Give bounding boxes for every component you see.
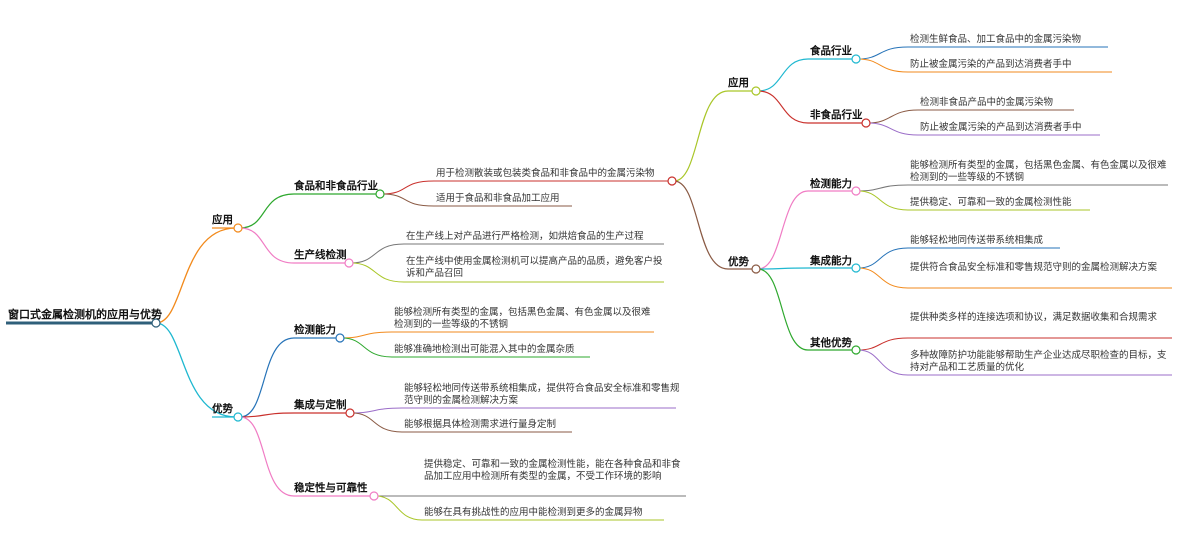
node-food-industry (375, 189, 385, 199)
topic-detection-capability[interactable]: 检测能力 (294, 324, 336, 336)
link-rnon-item2 (867, 122, 919, 136)
link-line-item2 (350, 262, 405, 283)
topic-integration-customization[interactable]: 集成与定制 (294, 399, 347, 411)
node-rdetection (851, 186, 861, 196)
topic-food-industry[interactable]: 食品行业 (810, 45, 852, 57)
link-adv-detection (239, 337, 295, 418)
branch-application[interactable]: 应用 (212, 214, 233, 226)
link-app-line (239, 227, 295, 264)
branch-advantages[interactable]: 优势 (212, 403, 233, 415)
link-food-item2 (381, 193, 435, 207)
link-lsta-item2 (375, 495, 423, 521)
leaf-rdet-item-1: 能够检测所有类型的金属，包括黑色金属、有色金属以及很难检测到的一些等级的不锈钢 (910, 160, 1167, 183)
link-root-application (155, 227, 237, 324)
topic-nonfood-industry[interactable]: 非食品行业 (810, 109, 863, 121)
leaf-line-item-1: 在生产线上对产品进行严格检测，如烘焙食品的生产过程 (406, 231, 644, 242)
link-center-right-app (673, 90, 729, 182)
link-rdet-item1 (857, 184, 909, 192)
link-food-item1 (381, 180, 435, 195)
node-right-advantages (751, 264, 761, 274)
leaf-roth-item-1: 提供种类多样的连接选项和协议，满足数据收集和合规需求 (910, 312, 1158, 323)
link-rapp-nonfood (757, 90, 809, 124)
link-rnon-item1 (867, 109, 919, 124)
node-stability (369, 491, 379, 501)
link-radv-other (757, 268, 809, 351)
link-rfood-item1 (857, 46, 909, 60)
link-adv-stability (239, 416, 295, 497)
leaf-rfood-item-2: 防止被金属污染的产品到达消费者手中 (910, 59, 1072, 70)
leaf-ldet-item-2: 能够准确地检测出可能混入其中的金属杂质 (394, 344, 575, 355)
node-rfood (851, 54, 861, 64)
leaf-rint-item-1: 能够轻松地同传送带系统相集成 (910, 235, 1044, 246)
link-app-food (239, 193, 295, 229)
node-rother (851, 345, 861, 355)
link-center-right-adv (673, 180, 729, 270)
leaf-rnon-item-2: 防止被金属污染的产品到达消费者手中 (920, 122, 1082, 133)
link-adv-integration (239, 412, 295, 418)
leaf-rint-item-2: 提供符合食品安全标准和零售规范守则的金属检测解决方案 (910, 262, 1158, 273)
link-line-item1 (350, 243, 405, 264)
node-application (233, 223, 243, 233)
link-radv-integration (757, 267, 809, 270)
leaf-rfood-item-1: 检测生鲜食品、加工食品中的金属污染物 (910, 34, 1082, 45)
node-root (151, 318, 161, 328)
link-root-advantages (155, 322, 237, 418)
link-roth-item2 (857, 349, 909, 376)
link-rint-item2 (857, 267, 909, 289)
leaf-lsta-item-2: 能够在具有挑战性的应用中能检测到更多的金属异物 (424, 507, 643, 518)
link-ldet-item2 (341, 337, 393, 358)
root-topic[interactable]: 窗口式金属检测机的应用与优势 (8, 308, 162, 321)
link-roth-item1 (857, 337, 909, 351)
node-center (667, 176, 677, 186)
leaf-lsta-item-1: 提供稳定、可靠和一致的金属检测性能，能在各种食品和非食品加工应用中检测所有类型的… (424, 459, 681, 482)
link-rfood-item2 (857, 58, 909, 73)
node-production-line (344, 258, 354, 268)
leaf-lint-item-1: 能够轻松地同传送带系统相集成，提供符合食品安全标准和零售规范守则的金属检测解决方… (404, 383, 680, 406)
topic-stability-reliability[interactable]: 稳定性与可靠性 (294, 482, 368, 494)
link-rdet-item2 (857, 190, 909, 211)
node-integration (345, 408, 355, 418)
leaf-ldet-item-1: 能够检测所有类型的金属，包括黑色金属、有色金属以及很难检测到的一些等级的不锈钢 (394, 307, 651, 330)
leaf-roth-item-2: 多种故障防护功能能够帮助生产企业达成尽职检查的目标，支持对产品和工艺质量的优化 (910, 350, 1167, 373)
node-advantages (233, 412, 243, 422)
topic-food-nonfood-industry[interactable]: 食品和非食品行业 (294, 180, 378, 192)
link-rint-item1 (857, 247, 909, 269)
topic-other-advantages[interactable]: 其他优势 (810, 337, 852, 349)
leaf-food-item-2: 适用于食品和非食品加工应用 (436, 193, 560, 204)
leaf-lint-item-2: 能够根据具体检测需求进行量身定制 (404, 419, 557, 430)
leaf-rdet-item-2: 提供稳定、可靠和一致的金属检测性能 (910, 197, 1072, 208)
topic-right-detection[interactable]: 检测能力 (810, 178, 852, 190)
branch-right-application[interactable]: 应用 (728, 77, 749, 89)
link-rapp-food (757, 58, 809, 92)
topic-right-integration[interactable]: 集成能力 (810, 255, 852, 267)
node-rintegration (851, 263, 861, 273)
link-radv-detection (757, 190, 809, 270)
link-lint-item2 (351, 412, 403, 433)
leaf-line-item-2: 在生产线中使用金属检测机可以提高产品的品质，避免客户投诉和产品召回 (406, 256, 663, 279)
node-rnonfood (861, 118, 871, 128)
topic-production-line[interactable]: 生产线检测 (294, 249, 347, 261)
branch-right-advantages[interactable]: 优势 (728, 256, 749, 268)
node-right-application (751, 86, 761, 96)
link-ldet-item1 (341, 331, 393, 339)
leaf-food-item-1: 用于检测散装或包装类食品和非食品中的金属污染物 (436, 168, 655, 179)
node-detection (335, 333, 345, 343)
leaf-rnon-item-1: 检测非食品产品中的金属污染物 (920, 97, 1054, 108)
link-lint-item1 (351, 407, 403, 414)
